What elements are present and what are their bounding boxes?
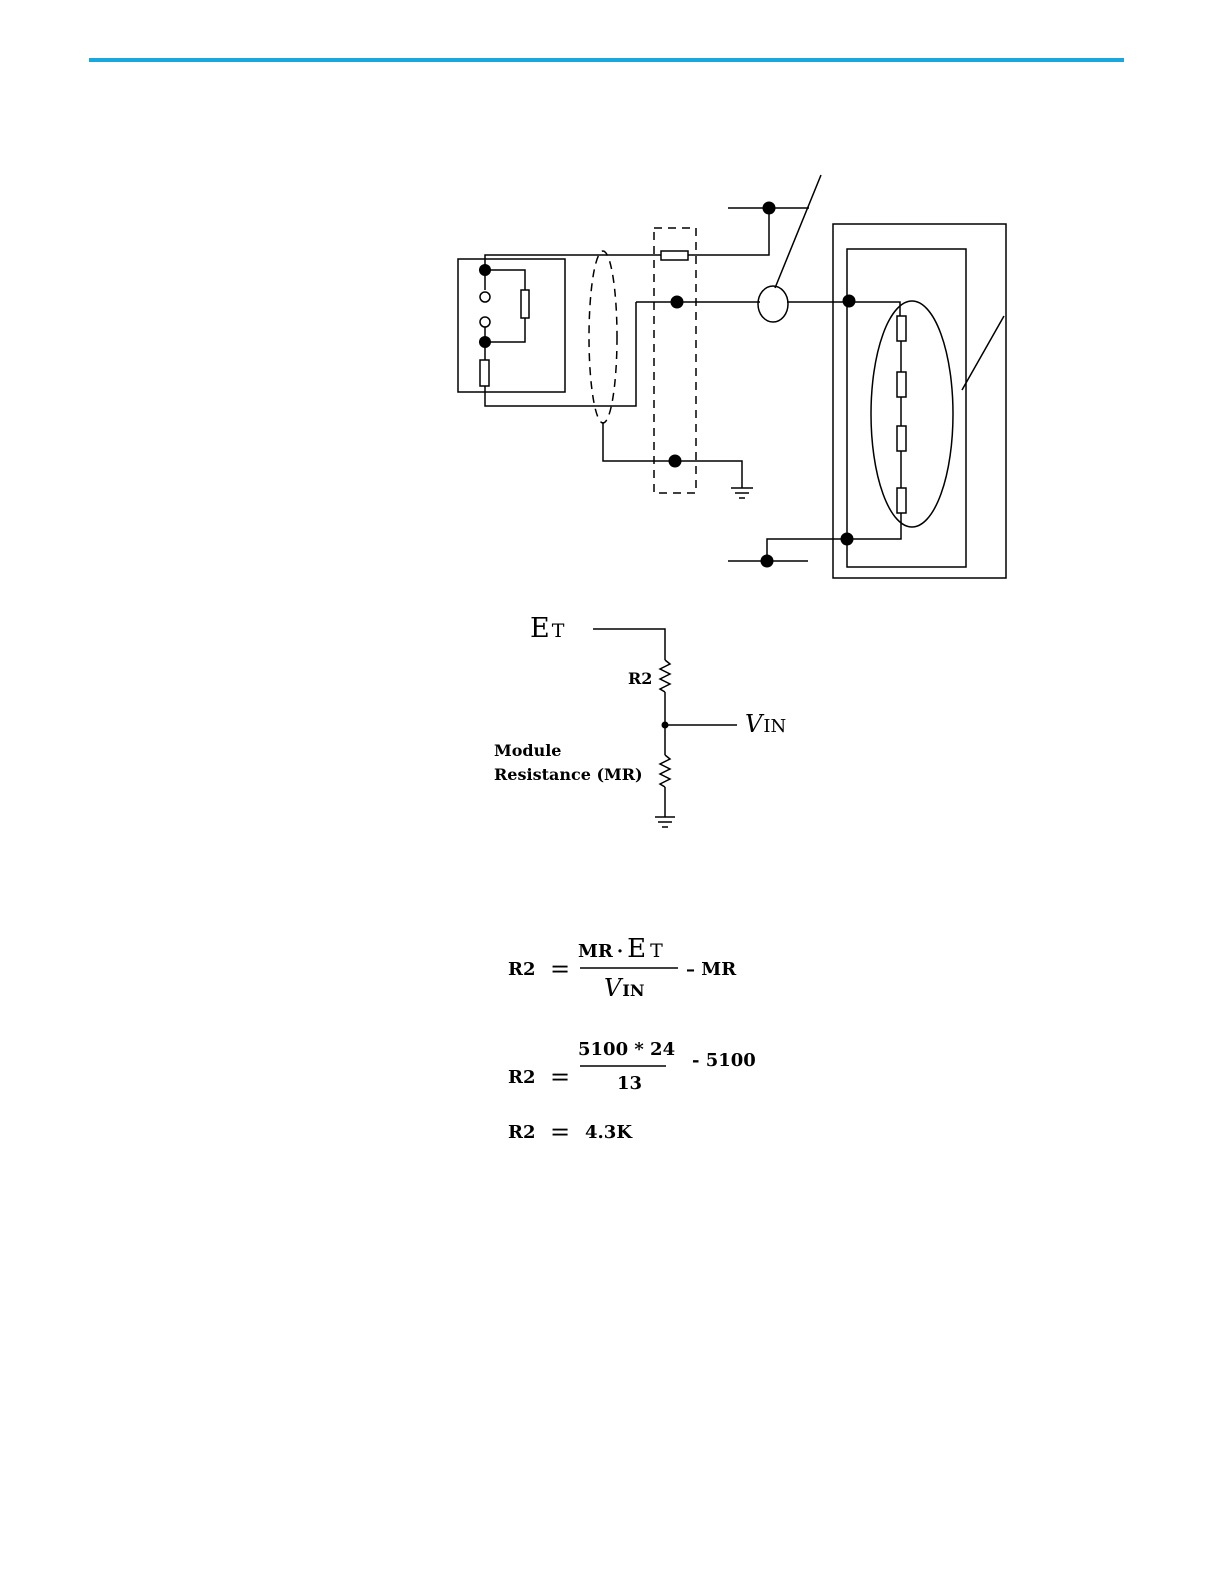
equation-3: R2 = 4.3K xyxy=(508,1118,633,1146)
module-resistor-oval xyxy=(871,301,953,527)
junction-dots xyxy=(479,202,856,568)
transmitter-terminal-bottom xyxy=(480,317,490,327)
junction-dot xyxy=(841,533,854,546)
r2-resistor-symbol xyxy=(660,660,670,692)
eq3-equals: = xyxy=(550,1118,570,1146)
cable-shield-oval xyxy=(589,251,617,423)
transmitter-box xyxy=(458,259,565,392)
module-resistor-1 xyxy=(897,316,906,341)
eq3-result: 4.3K xyxy=(585,1122,633,1143)
divider-junction-dot xyxy=(662,722,669,729)
eq1-equals: = xyxy=(550,955,570,983)
eq1-lhs: R2 xyxy=(508,959,535,980)
eq2-denominator: 13 xyxy=(617,1073,642,1094)
mr-label-line1: Module xyxy=(494,741,561,760)
module-resistor-4 xyxy=(897,488,906,513)
equation-2: R2 = 5100 * 24 13 - 5100 xyxy=(508,1039,756,1094)
terminal-block xyxy=(654,228,696,493)
mr-resistor-symbol xyxy=(660,755,670,787)
eq2-lhs: R2 xyxy=(508,1067,535,1088)
eq1-tail: – MR xyxy=(686,959,737,980)
series-resistor xyxy=(661,251,688,260)
eq2-tail: - 5100 xyxy=(692,1050,756,1071)
junction-dot xyxy=(763,202,776,215)
junction-dot xyxy=(843,295,856,308)
transmitter-lower-resistor xyxy=(480,360,489,386)
vin-label: VIN xyxy=(745,710,786,738)
module-inner-box xyxy=(847,249,966,567)
mr-label-line2: Resistance (MR) xyxy=(494,765,643,784)
junction-dot xyxy=(671,296,684,309)
eq2-numerator: 5100 * 24 xyxy=(578,1039,675,1060)
junction-dot xyxy=(669,455,682,468)
transmitter-internal-resistor xyxy=(521,290,529,318)
wiring-diagram xyxy=(458,175,1006,578)
current-loop-symbol xyxy=(758,286,788,322)
r2-label: R2 xyxy=(628,669,652,688)
module-resistor-3 xyxy=(897,426,906,451)
transmitter-terminal-top xyxy=(480,292,490,302)
junction-dot xyxy=(479,264,491,276)
eq2-equals: = xyxy=(550,1063,570,1091)
eq1-denominator: VIN xyxy=(604,974,644,1002)
module-resistor-2 xyxy=(897,372,906,397)
pointer-line-right xyxy=(962,316,1004,390)
eq3-lhs: R2 xyxy=(508,1122,535,1143)
junction-dot xyxy=(761,555,774,568)
pointer-line-top xyxy=(775,175,821,288)
junction-dot xyxy=(479,336,491,348)
